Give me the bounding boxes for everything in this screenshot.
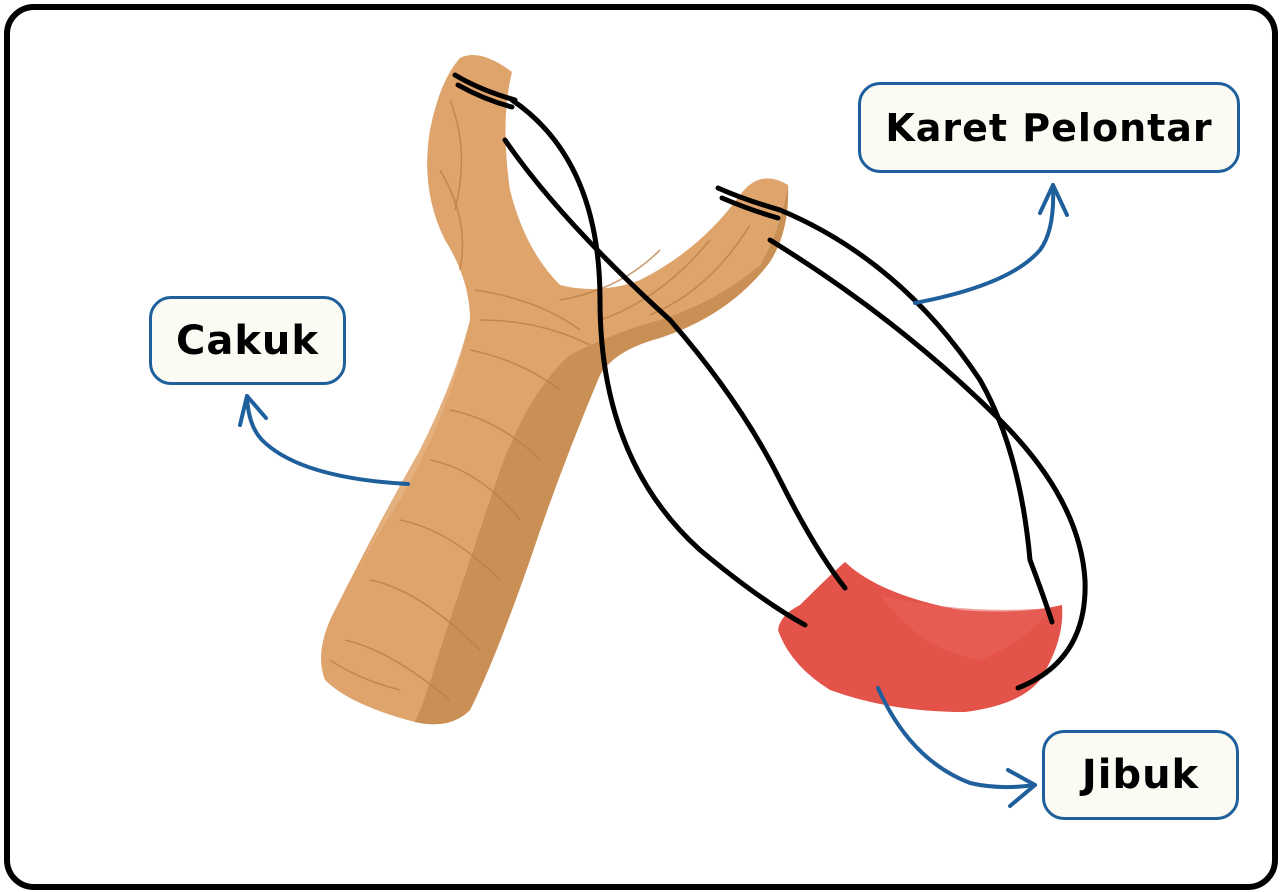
label-rubber: Karet Pelontar	[858, 82, 1240, 173]
arrow-head-pouch	[1006, 768, 1037, 808]
rubber-bands	[452, 72, 1088, 691]
label-rubber-text: Karet Pelontar	[885, 105, 1213, 150]
pouch-shape	[778, 562, 1063, 712]
arrow-head-handle	[238, 394, 268, 427]
label-pouch-text: Jibuk	[1081, 752, 1200, 798]
label-handle-text: Cakuk	[175, 317, 320, 364]
slingshot-frame	[321, 55, 789, 725]
label-handle: Cakuk	[149, 296, 346, 385]
arrow-to-rubber	[913, 183, 1056, 305]
label-pouch: Jibuk	[1042, 730, 1239, 820]
arrow-to-pouch	[876, 686, 1037, 790]
arrows	[238, 183, 1069, 808]
arrow-head-rubber	[1038, 183, 1069, 217]
arrow-to-handle	[245, 394, 410, 486]
